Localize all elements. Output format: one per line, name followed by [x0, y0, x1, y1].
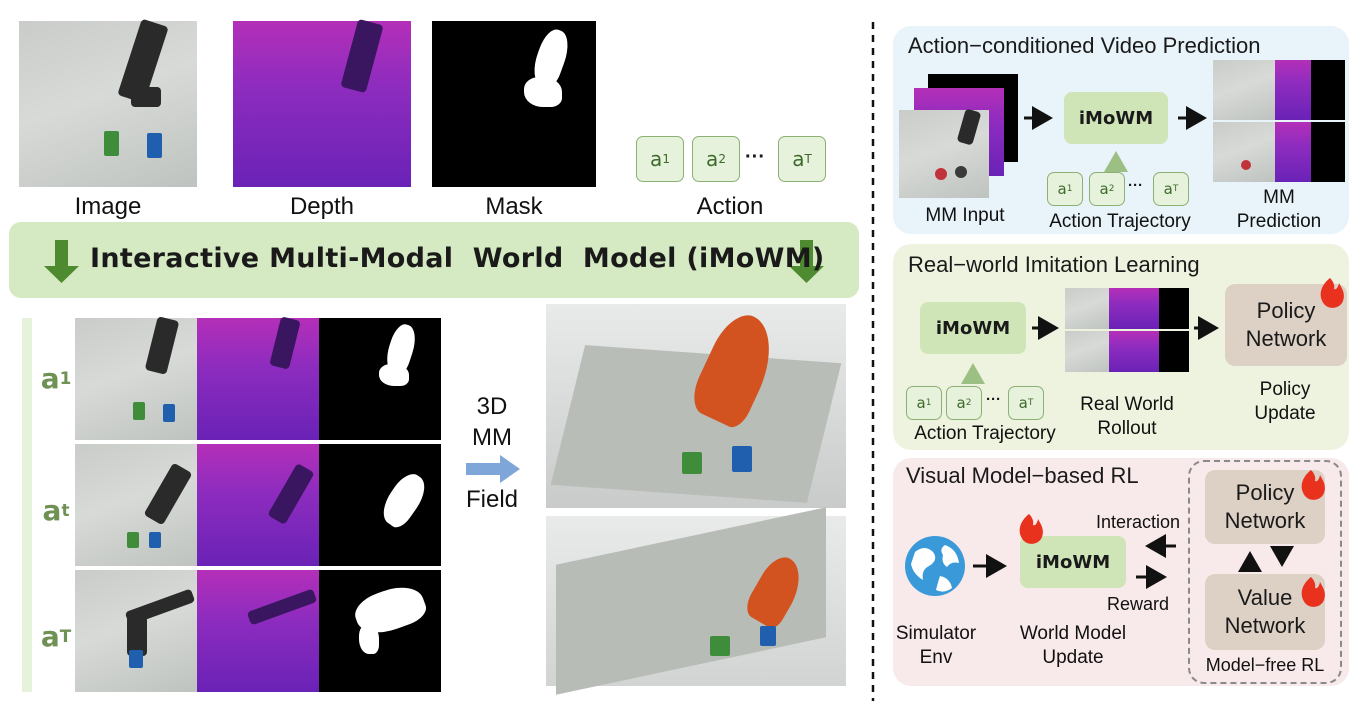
rollout-label-line: Real World Rollout — [1060, 393, 1194, 441]
world-model-banner — [9, 222, 859, 298]
input-image-mask — [432, 21, 596, 187]
simulator-label-2: Env — [919, 647, 953, 668]
simulator-label-1: Simulator — [895, 623, 977, 644]
rollout-timeline-bar — [22, 318, 32, 692]
rollout-row-T — [75, 570, 441, 692]
field-label-line1: 3D — [476, 393, 508, 420]
il-token-ellipsis: ··· — [986, 391, 1001, 408]
image-label: Image — [74, 193, 142, 220]
mm-input-label: MM Input — [925, 205, 1005, 226]
rollout-row-1 — [75, 316, 441, 440]
rl-model-box: iMoWM — [1020, 536, 1126, 588]
reward-label: Reward — [1106, 594, 1170, 614]
real-world-rollout-frames — [1065, 288, 1189, 372]
mm-prediction-label: MM Prediction — [1236, 187, 1322, 232]
policy-update-label: Policy Update — [1254, 379, 1316, 424]
rollout-row-t — [75, 444, 441, 566]
mask-label: Mask — [485, 193, 543, 220]
action-ellipsis: ··· — [745, 146, 765, 168]
field-label-line3: Field — [465, 486, 519, 513]
mm-prediction-frames — [1213, 60, 1345, 182]
model-free-rl-group — [1188, 460, 1342, 684]
point-cloud-view-2 — [546, 507, 846, 695]
input-image-depth — [233, 18, 411, 187]
interaction-label: Interaction — [1095, 512, 1181, 532]
video-token-ellipsis: ··· — [1128, 177, 1143, 194]
field-label-line2: MM — [472, 424, 512, 451]
panel-il-title: Real−world Imitation Learning — [908, 252, 1200, 277]
video-model-box: iMoWM — [1064, 92, 1168, 144]
rl-policy-network-label: Policy Network — [1224, 480, 1306, 533]
panel-video-title: Action−conditioned Video Prediction — [908, 33, 1261, 58]
point-cloud-view-1 — [546, 304, 846, 508]
policy-update-label-line: Policy Update — [1225, 378, 1345, 426]
action-label: Action — [696, 193, 764, 220]
video-trajectory-label: Action Trajectory — [1049, 211, 1191, 232]
il-model-box: iMoWM — [920, 302, 1026, 354]
il-trajectory-label: Action Trajectory — [914, 423, 1056, 444]
il-policy-network-label: Policy Network — [1245, 298, 1327, 351]
model-free-rl-label: Model−free RL — [1205, 655, 1325, 675]
world-model-update-label-2: Update — [1042, 647, 1104, 668]
mm-prediction-label-line: MM Prediction — [1213, 186, 1345, 234]
world-model-update-label-1: World Model — [1019, 623, 1127, 644]
rollout-label: Real World Rollout — [1080, 394, 1174, 439]
depth-label: Depth — [289, 193, 355, 220]
panel-rl-title: Visual Model−based RL — [906, 463, 1139, 488]
input-image-rgb — [19, 18, 197, 187]
flame-icons — [1019, 278, 1344, 607]
mm-input-rgb-frame — [899, 108, 989, 198]
rl-value-network-label: Value Network — [1224, 585, 1306, 638]
